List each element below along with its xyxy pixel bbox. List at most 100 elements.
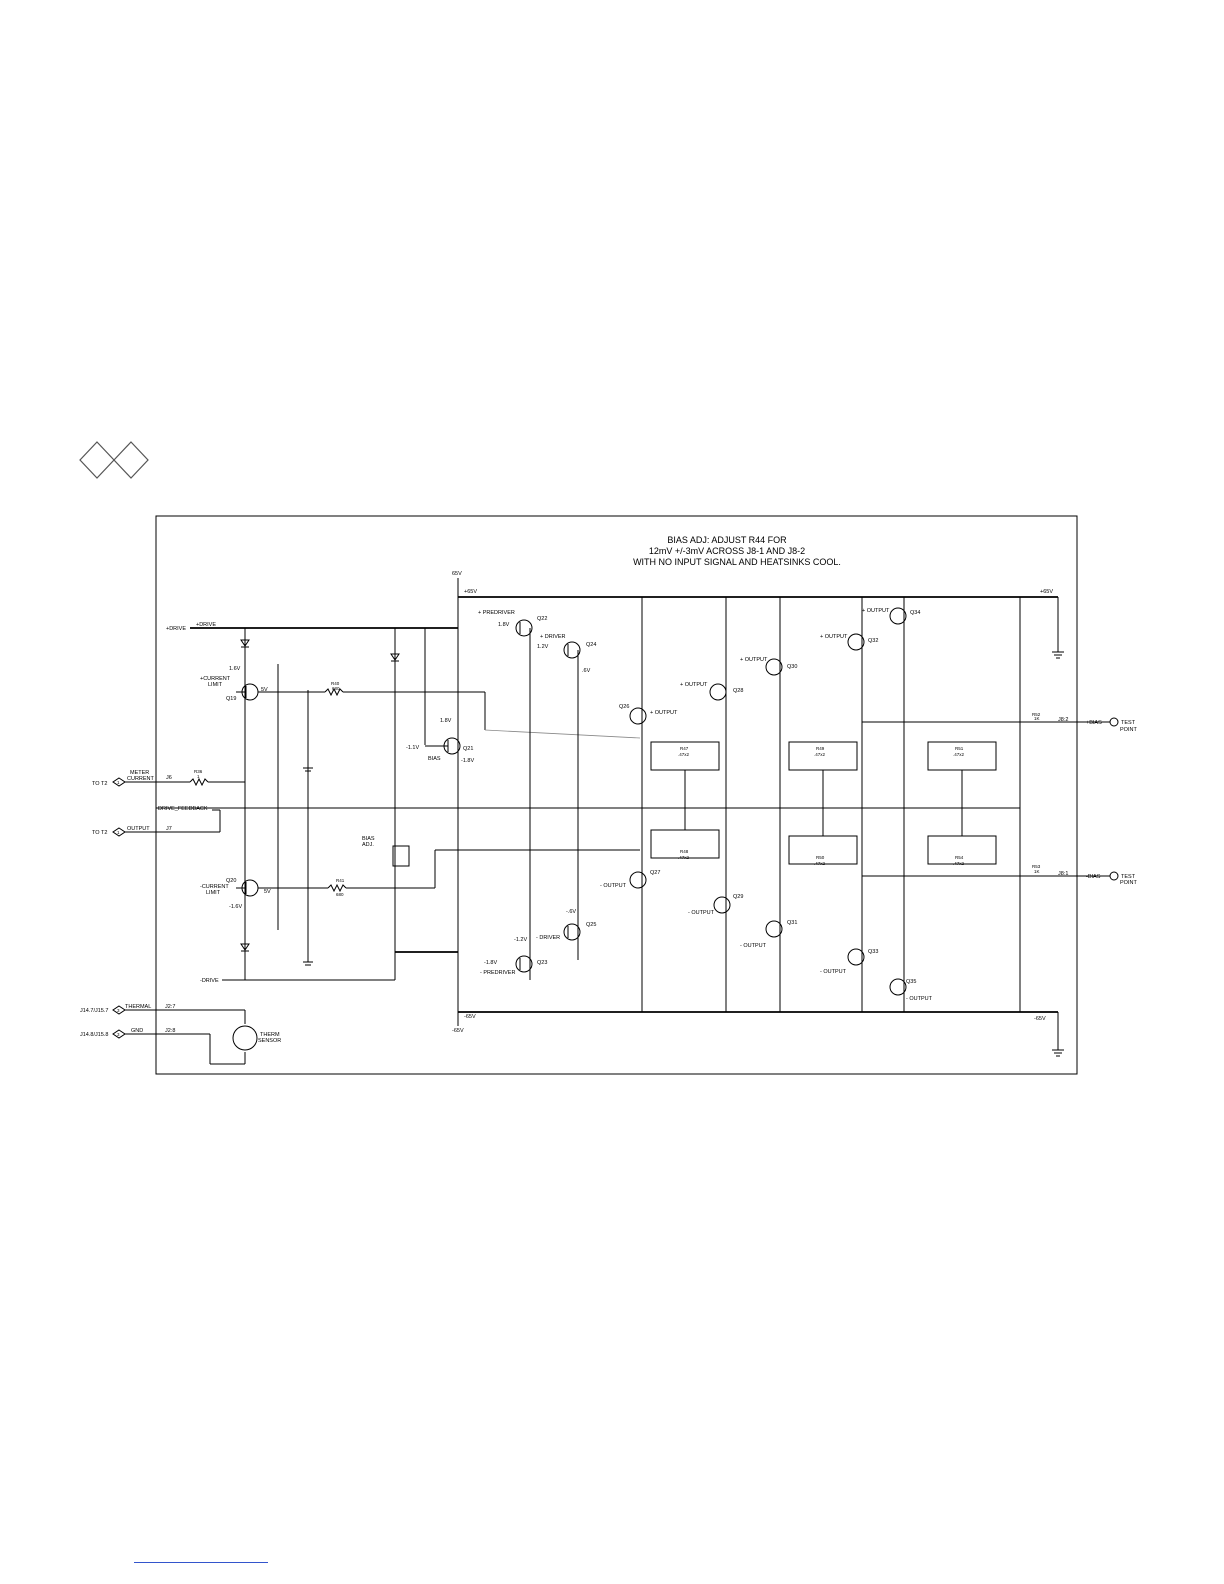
bias-note-line3: WITH NO INPUT SIGNAL AND HEATSINKS COOL. [633, 557, 841, 567]
nout-q33-label: - OUTPUT [820, 969, 847, 975]
meter2-label: CURRENT [127, 776, 155, 782]
ground-symbol [303, 956, 313, 966]
vm6-label: -.6V [566, 909, 576, 915]
diode-d5 [390, 653, 400, 662]
brand-logo-diamonds [79, 441, 149, 479]
j28-label: J2:8 [165, 1028, 175, 1034]
pout-q32-label: + OUTPUT [820, 634, 848, 640]
output-label: OUTPUT [127, 826, 150, 832]
j6-label: J6 [166, 775, 172, 781]
nout-q27-label: - OUTPUT [600, 883, 627, 889]
bias-adj2-label: ADJ. [362, 842, 374, 848]
meter1-label: METER [130, 770, 149, 776]
transistor-q28 [709, 683, 727, 701]
rail-pos-top-label: 65V [452, 571, 462, 577]
test4-label: POINT [1120, 880, 1137, 886]
pout-q26-label: + OUTPUT [650, 710, 678, 716]
thermistor-rt1 [232, 1025, 258, 1051]
v12-label: 1.2V [537, 644, 549, 650]
r54-label: R54 [955, 855, 964, 860]
q32-label: Q32 [868, 638, 878, 644]
j27-pin: 3 [117, 1008, 120, 1013]
nbias-label: -BIAS [1086, 874, 1101, 880]
ndrive-label: -DRIVE [200, 978, 219, 984]
r36-value: 1 [197, 774, 200, 779]
pout-q30-label: + OUTPUT [740, 657, 768, 663]
vm12-label: -1.2V [514, 937, 527, 943]
q33-label: Q33 [868, 949, 878, 955]
q27-label: Q27 [650, 870, 660, 876]
resistor-r36 [189, 777, 209, 787]
transistor-q19 [236, 683, 259, 701]
ground-symbol [1052, 1040, 1064, 1057]
r41-value: 680 [336, 892, 344, 897]
r50-label: R50 [816, 855, 825, 860]
j7-pin: 1 [117, 830, 120, 835]
r52-value: 1K [1034, 716, 1040, 721]
j14-8-label: J14.8/J15.8 [80, 1032, 108, 1038]
test-point-neg [1109, 871, 1119, 881]
pout-q34-label: + OUTPUT [862, 608, 890, 614]
r40-value: 680 [332, 686, 340, 691]
q26-label: Q26 [619, 704, 629, 710]
transistor-q26 [629, 707, 647, 725]
connector-j7 [112, 827, 126, 837]
q20-label: Q20 [226, 878, 236, 884]
bias-label: BIAS [428, 756, 441, 762]
pdrive-label: +DRIVE [166, 626, 186, 632]
q35-label: Q35 [906, 979, 916, 985]
q31-label: Q31 [787, 920, 797, 926]
r49-value: .47x2 [814, 752, 826, 757]
transistor-q24 [563, 641, 581, 659]
r54-value: .47x2 [953, 861, 965, 866]
j6-pin: 1 [117, 780, 120, 785]
ground-symbol [1052, 640, 1064, 659]
q25-label: Q25 [586, 922, 596, 928]
vm11-label: -1.1V [406, 745, 419, 751]
gnd-label: GND [131, 1028, 143, 1034]
transistor-q22 [515, 619, 533, 637]
transistor-q32 [847, 633, 865, 651]
test3-label: TEST [1121, 874, 1136, 880]
nout-q29-label: - OUTPUT [688, 910, 715, 916]
q28-label: Q28 [733, 688, 743, 694]
rail-neg-label: -65V [464, 1014, 476, 1020]
r47-value: .47x2 [678, 752, 690, 757]
transistor-q30 [765, 658, 783, 676]
npre-label: - PREDRIVER [480, 970, 515, 976]
transistor-q20 [236, 879, 259, 897]
j82-label: J8:2 [1058, 717, 1068, 723]
j14-7-label: J14.7/J15.7 [80, 1008, 108, 1014]
j81-label: J8:1 [1058, 871, 1068, 877]
q34-label: Q34 [910, 610, 920, 616]
pcur1-label: +CURRENT [200, 676, 231, 682]
q22-label: Q22 [537, 616, 547, 622]
transistor-q29 [713, 896, 731, 914]
transistor-q21 [425, 737, 461, 755]
connector-j27 [112, 1005, 126, 1015]
rail-neg-bottom-label: -65V [452, 1028, 464, 1034]
thermal-label: THERMAL [125, 1004, 151, 1010]
diode-d2 [240, 943, 250, 952]
j27-label: J2:7 [165, 1004, 175, 1010]
resistor-r41 [327, 883, 347, 893]
rail-pos-label: +65V [464, 589, 477, 595]
therm2-label: SENSOR [258, 1038, 281, 1044]
r36-label: R36 [194, 769, 203, 774]
pbias-label: +BIAS [1086, 720, 1102, 726]
footer-link-underline[interactable] [134, 1562, 268, 1563]
q30-label: Q30 [787, 664, 797, 670]
ncur2-label: LIMIT [206, 890, 221, 896]
pout-q28-label: + OUTPUT [680, 682, 708, 688]
to-t2-label-2: TO T2 [92, 830, 107, 836]
j7-label: J7 [166, 826, 172, 832]
drive-feedback-label: DRIVE_FEEDBACK [158, 806, 208, 812]
diode-d1 [240, 639, 250, 648]
r49-label: R49 [816, 746, 825, 751]
v6-label: .6V [582, 668, 591, 674]
vm18b-label: -1.8V [484, 960, 497, 966]
ndrv-label: - DRIVER [536, 935, 560, 941]
transistor-q34 [889, 607, 907, 625]
vm16-label: -1.6V [229, 904, 242, 910]
